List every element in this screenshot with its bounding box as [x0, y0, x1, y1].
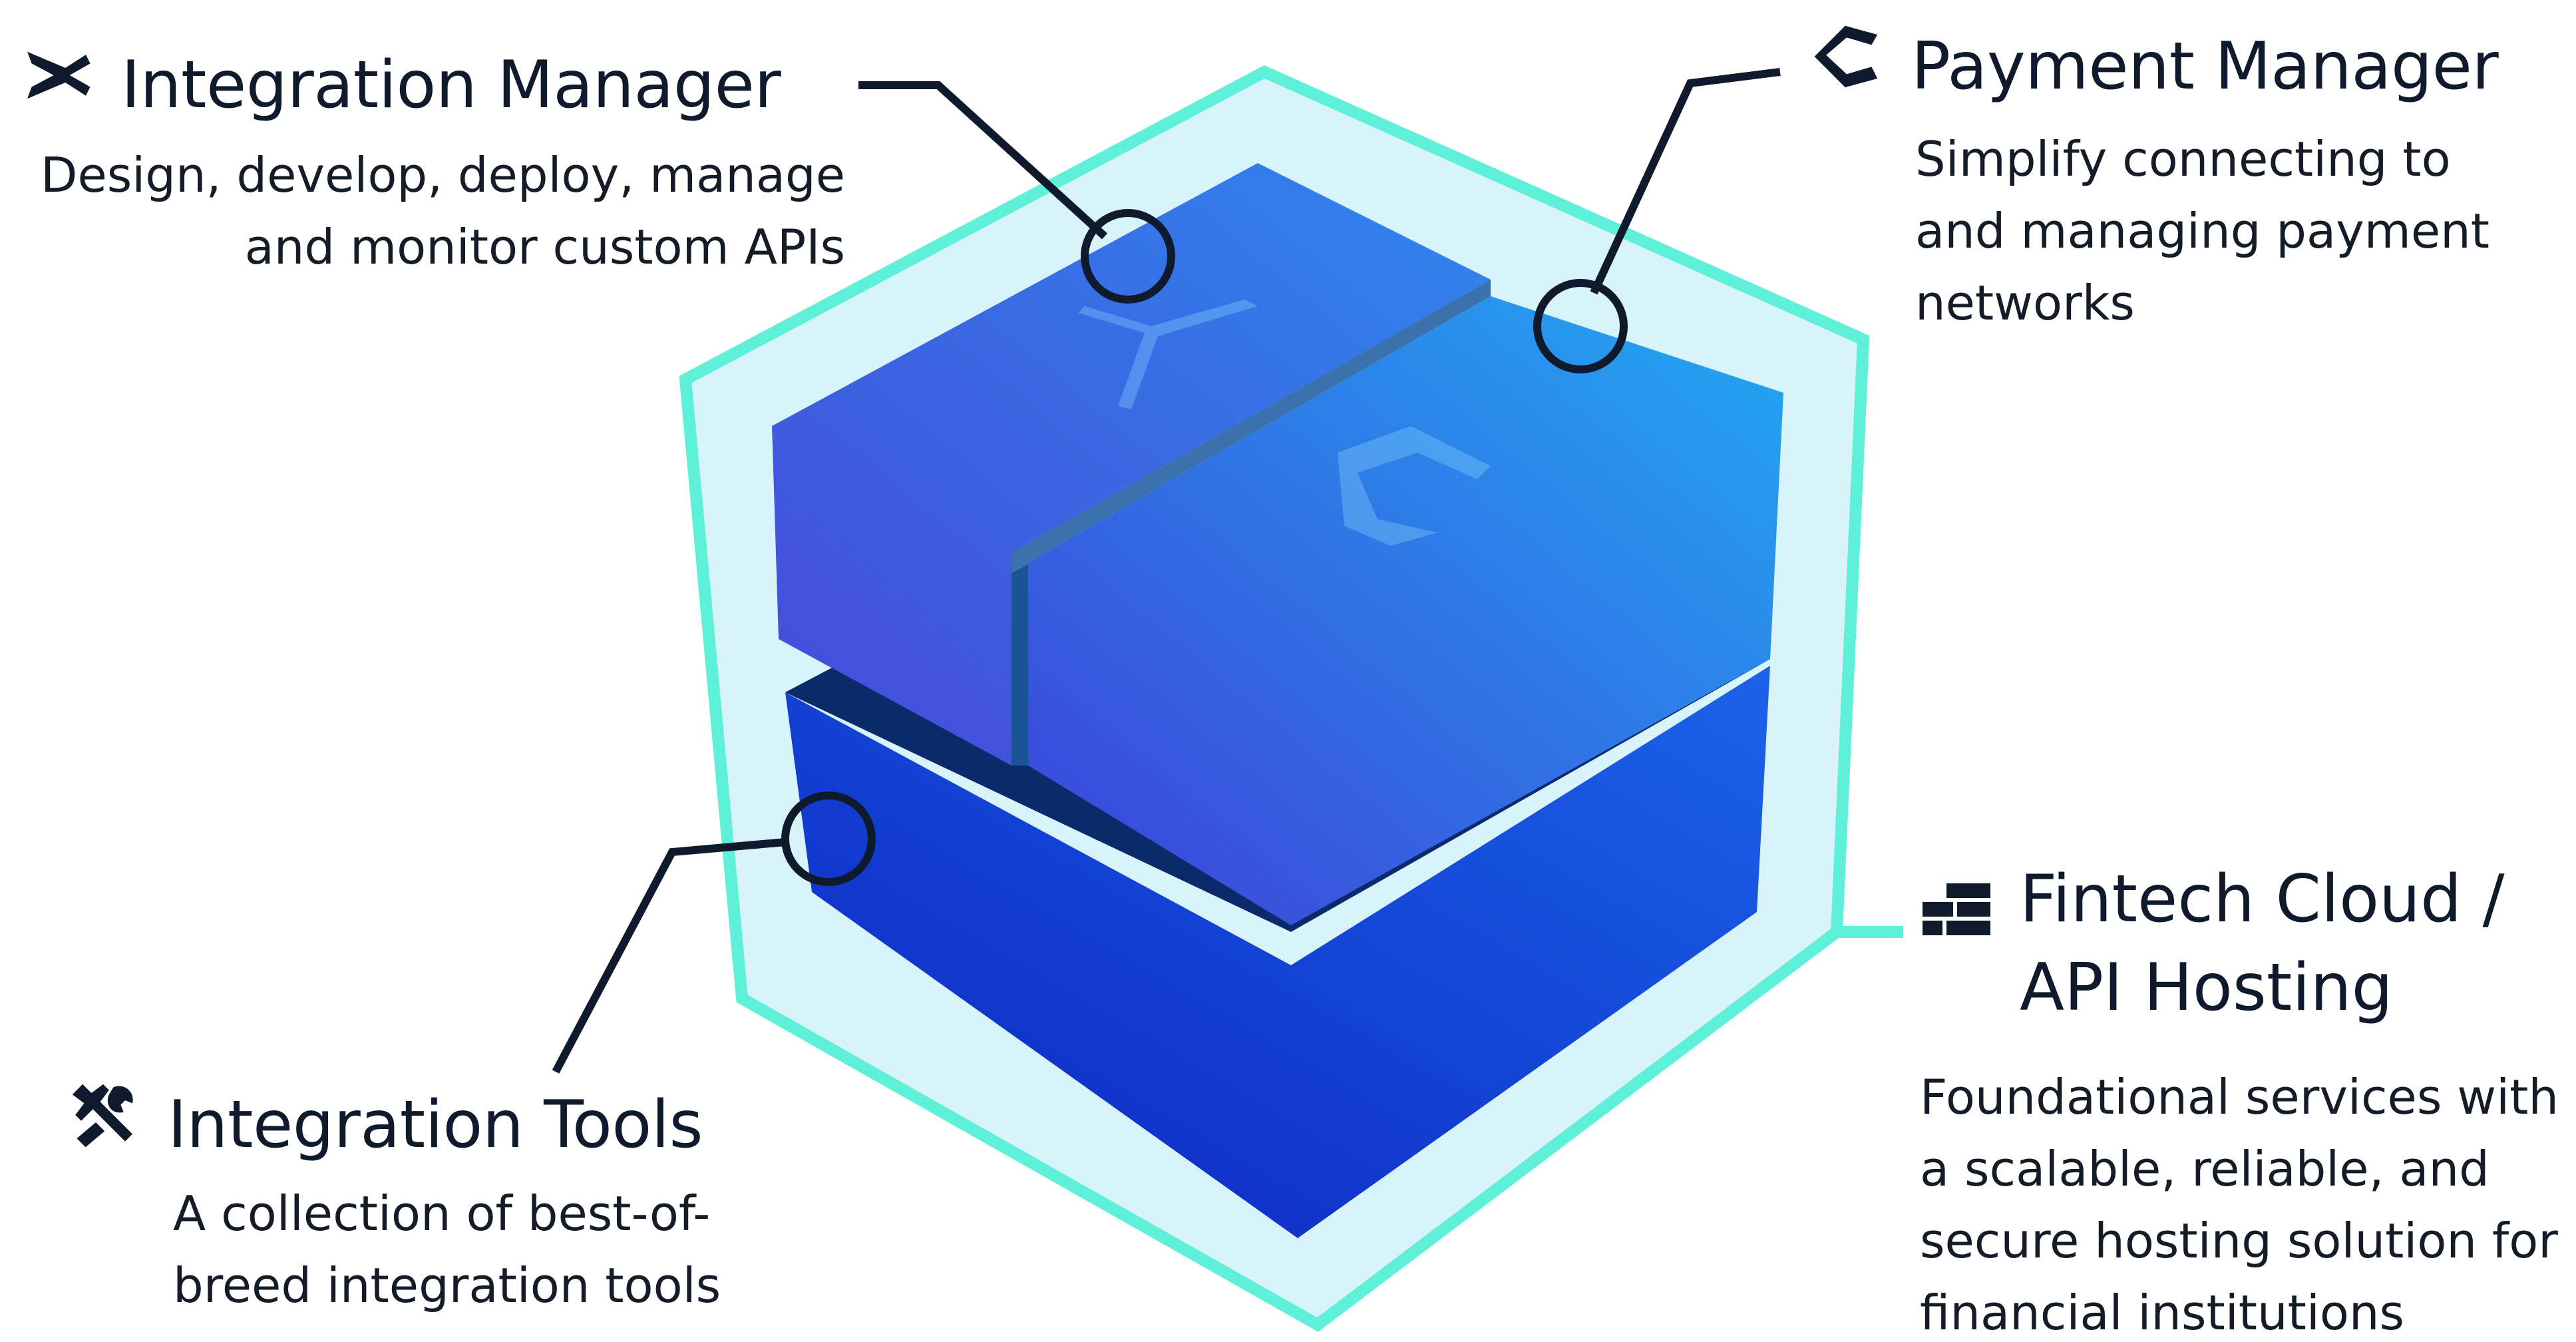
payment-manager-desc-line-2: and managing payment [1915, 203, 2490, 260]
bottom-block-face [785, 666, 1770, 1238]
payment-manager-watermark-icon [1338, 426, 1491, 546]
fintech-cloud-desc-line-3: secure hosting solution for [1920, 1212, 2558, 1269]
payment-manager-description: Simplify connecting to and managing paym… [1810, 123, 2562, 339]
top-left-block-integration-manager [772, 163, 1491, 766]
payment-manager-desc-line-3: networks [1915, 275, 2135, 332]
payment-manager-desc-line-1: Simplify connecting to [1915, 131, 2451, 188]
integration-tools-title: Integration Tools [168, 1087, 703, 1163]
tools-icon [67, 1078, 140, 1172]
fintech-cloud-title-row: Fintech Cloud / API Hosting [1920, 855, 2572, 1033]
payment-manager-label-block: Payment Manager Simplify connecting to a… [1810, 20, 2562, 339]
top-right-block-face [1028, 296, 1783, 925]
integration-manager-title-row: Integration Manager [20, 39, 845, 132]
fintech-cloud-description: Foundational services with a scalable, r… [1920, 1061, 2572, 1342]
top-right-block-payment-manager [1028, 296, 1783, 925]
integration-tools-description: A collection of best-of- breed integrati… [67, 1178, 799, 1321]
callout-integration-tools [552, 791, 876, 1074]
callout-payment-manager [1533, 68, 1781, 373]
payment-manager-title: Payment Manager [1911, 29, 2499, 105]
fintech-cloud-title: Fintech Cloud / API Hosting [2020, 855, 2505, 1033]
fintech-cloud-desc-line-1: Foundational services with [1920, 1068, 2559, 1125]
integration-manager-watermark-icon [1078, 300, 1258, 409]
top-left-block-face [772, 163, 1491, 766]
fintech-cloud-desc-line-2: a scalable, reliable, and [1920, 1140, 2489, 1197]
integration-tools-desc-line-2: breed integration tools [173, 1257, 721, 1314]
integration-manager-icon [20, 39, 93, 132]
integration-tools-title-row: Integration Tools [67, 1078, 799, 1172]
brick-wall-icon [1920, 883, 1993, 946]
fintech-cloud-title-line-2: API Hosting [2020, 950, 2393, 1026]
integration-tools-desc-line-1: A collection of best-of- [173, 1186, 711, 1242]
integration-manager-title: Integration Manager [121, 47, 781, 123]
fintech-cloud-desc-line-4: financial institutions [1920, 1284, 2405, 1341]
payment-manager-icon [1810, 20, 1883, 114]
integration-manager-label-block: Integration Manager Design, develop, dep… [20, 39, 845, 283]
integration-manager-description: Design, develop, deploy, manage and moni… [20, 139, 845, 283]
fintech-cloud-label-block: Fintech Cloud / API Hosting Foundational… [1920, 855, 2572, 1342]
fintech-cloud-title-line-1: Fintech Cloud / [2020, 861, 2505, 937]
integration-manager-desc-line-2: and monitor custom APIs [244, 219, 845, 276]
integration-tools-label-block: Integration Tools A collection of best-o… [67, 1078, 799, 1321]
payment-manager-title-row: Payment Manager [1810, 20, 2562, 114]
integration-manager-desc-line-1: Design, develop, deploy, manage [41, 147, 845, 204]
callout-integration-manager [858, 81, 1175, 304]
